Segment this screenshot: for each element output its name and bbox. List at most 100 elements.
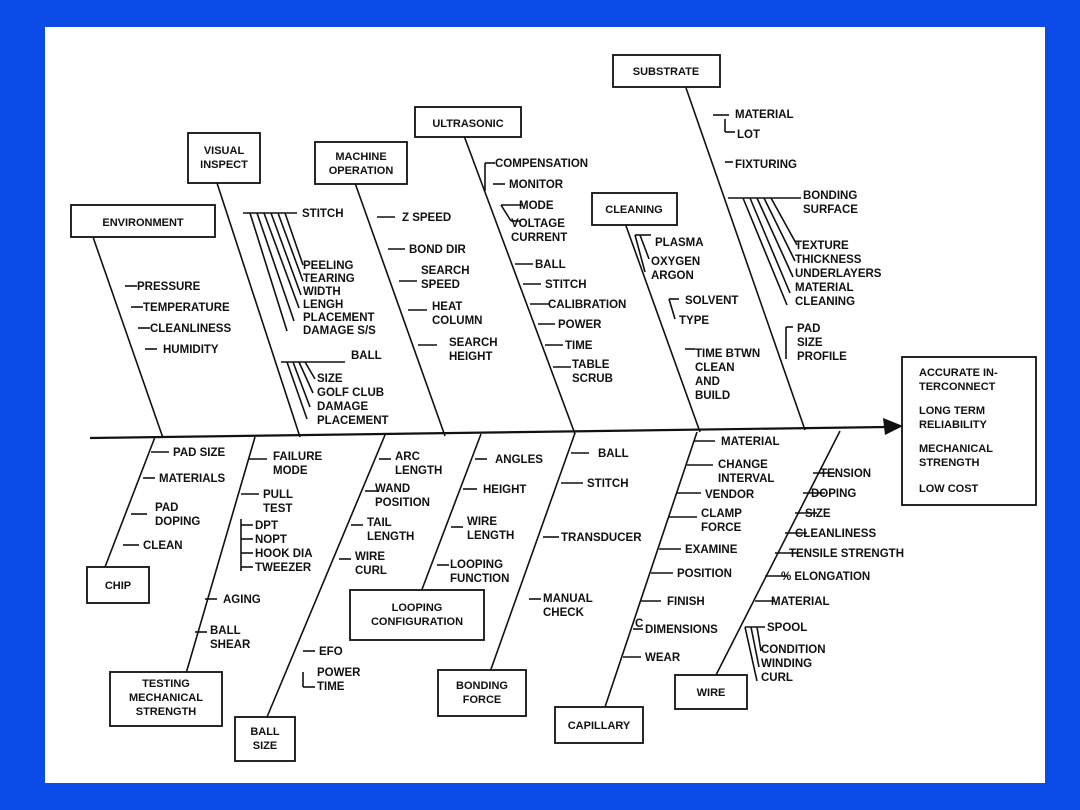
wire-label-5: % ELONGATION (781, 571, 870, 583)
bs-label-1b: POSITION (375, 497, 430, 509)
bone-testing (184, 436, 256, 678)
bs-label-3a: WIRE (355, 551, 385, 563)
chip-group: PAD SIZE MATERIALS PAD DOPING CLEAN (123, 447, 226, 552)
vis-stitch-item-2: WIDTH (303, 286, 341, 298)
box-ball-size-line-1: SIZE (253, 740, 277, 752)
bf-label-1: STITCH (587, 478, 629, 490)
loop-label-2b: LENGTH (467, 530, 514, 542)
wire-label-1: DOPING (811, 488, 856, 500)
vis-stitch-item-3: LENGH (303, 299, 343, 311)
ultra-comp-label: COMPENSATION (495, 158, 588, 170)
ultra-table-label-b: SCRUB (572, 373, 613, 385)
box-ball-size: BALL SIZE (234, 716, 296, 762)
loop-label-2a: WIRE (467, 516, 497, 528)
clean-time-label-a: TIME BTWN (695, 348, 760, 360)
test-shear-label-a: BALL (210, 625, 241, 637)
test-pull-item-1: NOPT (255, 534, 287, 546)
bf-label-3b: CHECK (543, 607, 585, 619)
vis-stitch-label: STITCH (302, 208, 344, 220)
sub-pad-label-b: SIZE (797, 337, 823, 349)
effect-line-3: LONG TERM (919, 405, 985, 417)
box-bonding-force: BONDING FORCE (437, 669, 527, 717)
chip-label-2b: DOPING (155, 516, 200, 528)
clean-gas-label-0: PLASMA (655, 237, 704, 249)
vis-ball-item-1: GOLF CLUB (317, 387, 384, 399)
mach-label-1: BOND DIR (409, 244, 467, 256)
loop-label-3a: LOOPING (450, 559, 503, 571)
wire-label-4: TENSILE STRENGTH (789, 548, 904, 560)
bone-ultrasonic (462, 132, 576, 435)
sub-bond-item-1: THICKNESS (795, 254, 862, 266)
test-aging-label: AGING (223, 594, 261, 606)
ultra-vc-label-a: VOLTAGE (511, 218, 565, 230)
bs-power-label-b: TIME (317, 681, 345, 693)
sub-bond-item-3: MATERIAL (795, 282, 854, 294)
box-wire-text: WIRE (697, 687, 726, 699)
cap-label-0: MATERIAL (721, 436, 780, 448)
box-visual-inspect-line-1: INSPECT (200, 159, 248, 171)
sub-pad-label-a: PAD (797, 323, 820, 335)
sub-bond-item-2: UNDERLAYERS (795, 268, 882, 280)
mach-label-2a: SEARCH (421, 265, 470, 277)
cap-label-6: FINISH (667, 596, 705, 608)
mach-label-2b: SPEED (421, 279, 460, 291)
box-visual-inspect-line-0: VISUAL (204, 145, 245, 157)
box-environment: ENVIRONMENT (70, 204, 216, 238)
main-spine (89, 425, 888, 440)
box-machine-operation-line-0: MACHINE (335, 151, 386, 163)
bf-label-2: TRANSDUCER (561, 532, 642, 544)
wire-label-6: MATERIAL (771, 596, 830, 608)
vis-ball-label: BALL (351, 350, 382, 362)
box-ball-size-line-0: BALL (250, 726, 280, 738)
box-wire: WIRE (674, 674, 748, 710)
box-substrate-text: SUBSTRATE (633, 66, 699, 78)
sub-fixturing-label: FIXTURING (735, 159, 797, 171)
effect-line-4: RELIABILITY (919, 419, 987, 431)
cap-label-7: DIMENSIONS (645, 624, 718, 636)
box-looping: LOOPING CONFIGURATION (349, 589, 485, 641)
cleaning-group: PLASMA OXYGEN ARGON SOLVENT TYPE TIME BT… (634, 234, 760, 402)
box-substrate: SUBSTRATE (612, 54, 721, 88)
bone-machine-operation (354, 182, 446, 437)
cap-label-3b: FORCE (701, 522, 742, 534)
vis-stitch-item-5: DAMAGE S/S (303, 325, 376, 337)
wire-spool-item-2: CURL (761, 672, 793, 684)
sub-bond-label-a: BONDING (803, 190, 857, 202)
bs-label-0b: LENGTH (395, 465, 442, 477)
mach-label-3a: HEAT (432, 301, 462, 313)
env-label-2: CLEANLINESS (150, 323, 231, 335)
cap-label-2: VENDOR (705, 489, 755, 501)
box-looping-line-0: LOOPING (392, 602, 443, 614)
vis-stitch-item-1: TEARING (303, 273, 355, 285)
box-effect: ACCURATE IN- TERCONNECT LONG TERM RELIAB… (901, 356, 1037, 506)
wire-spool-item-1: WINDING (761, 658, 812, 670)
sub-bond-item-0: TEXTURE (795, 240, 849, 252)
ultrasonic-group: COMPENSATION MONITOR MODE VOLTAGE CURREN… (484, 158, 626, 385)
bone-chip (104, 436, 156, 568)
box-machine-operation-line-1: OPERATION (329, 165, 394, 177)
machine-operation-group: Z SPEED BOND DIR SEARCH SPEED HEAT COLUM… (377, 212, 498, 363)
cap-label-1a: CHANGE (718, 459, 768, 471)
test-pull-item-0: DPT (255, 520, 278, 532)
sub-bond-label-b: SURFACE (803, 204, 858, 216)
bs-label-0a: ARC (395, 451, 420, 463)
box-chip: CHIP (86, 566, 150, 604)
ultra-vc-label-b: CURRENT (511, 232, 567, 244)
bone-looping (420, 433, 482, 593)
bs-label-1a: WAND (375, 483, 410, 495)
mach-label-3b: COLUMN (432, 315, 482, 327)
bone-substrate (684, 84, 806, 431)
testing-group: FAILURE MODE PULL TEST DPT NOPT HOOK DIA… (195, 451, 323, 651)
bonding-force-group: BALL STITCH TRANSDUCER MANUAL CHECK (529, 448, 642, 619)
clean-gas-label-2: ARGON (651, 270, 694, 282)
clean-time-label-d: BUILD (695, 390, 730, 402)
fishbone-canvas: PRESSURE TEMPERATURE CLEANLINESS HUMIDIT… (70, 54, 1037, 762)
bone-environment (92, 236, 164, 439)
loop-label-3b: FUNCTION (450, 573, 509, 585)
bone-cleaning (624, 222, 701, 433)
mach-label-0: Z SPEED (402, 212, 451, 224)
ultra-label-4: TIME (565, 340, 593, 352)
chip-label-2a: PAD (155, 502, 178, 514)
env-label-1: TEMPERATURE (143, 302, 230, 314)
cap-label-3a: CLAMP (701, 508, 742, 520)
